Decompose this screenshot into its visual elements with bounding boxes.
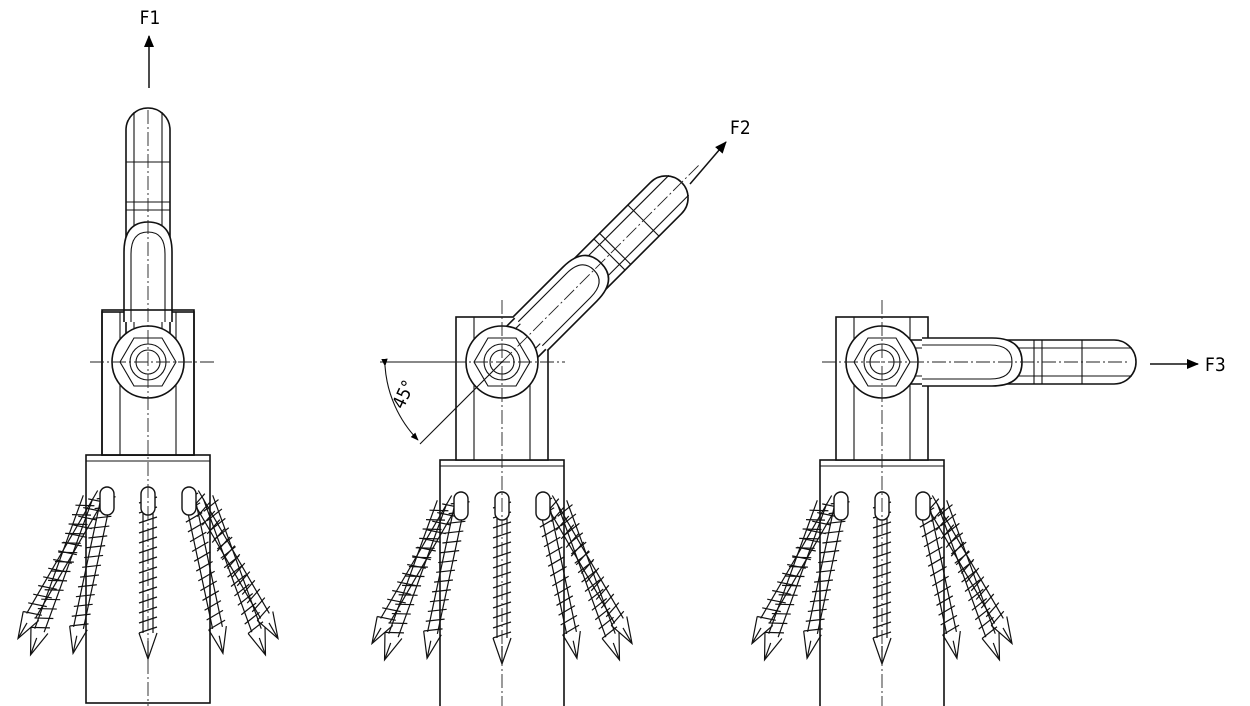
force-arrow-f2	[689, 141, 727, 185]
force-label-f2: F2	[730, 117, 751, 139]
view-diagonal-pull: 45° F2	[364, 117, 751, 706]
force-label-f1: F1	[140, 7, 161, 29]
angle-label: 45°	[388, 377, 419, 412]
view-horizontal-pull: F3	[744, 300, 1226, 706]
force-label-f3: F3	[1205, 354, 1226, 376]
view-vertical-pull: F1	[10, 7, 286, 706]
